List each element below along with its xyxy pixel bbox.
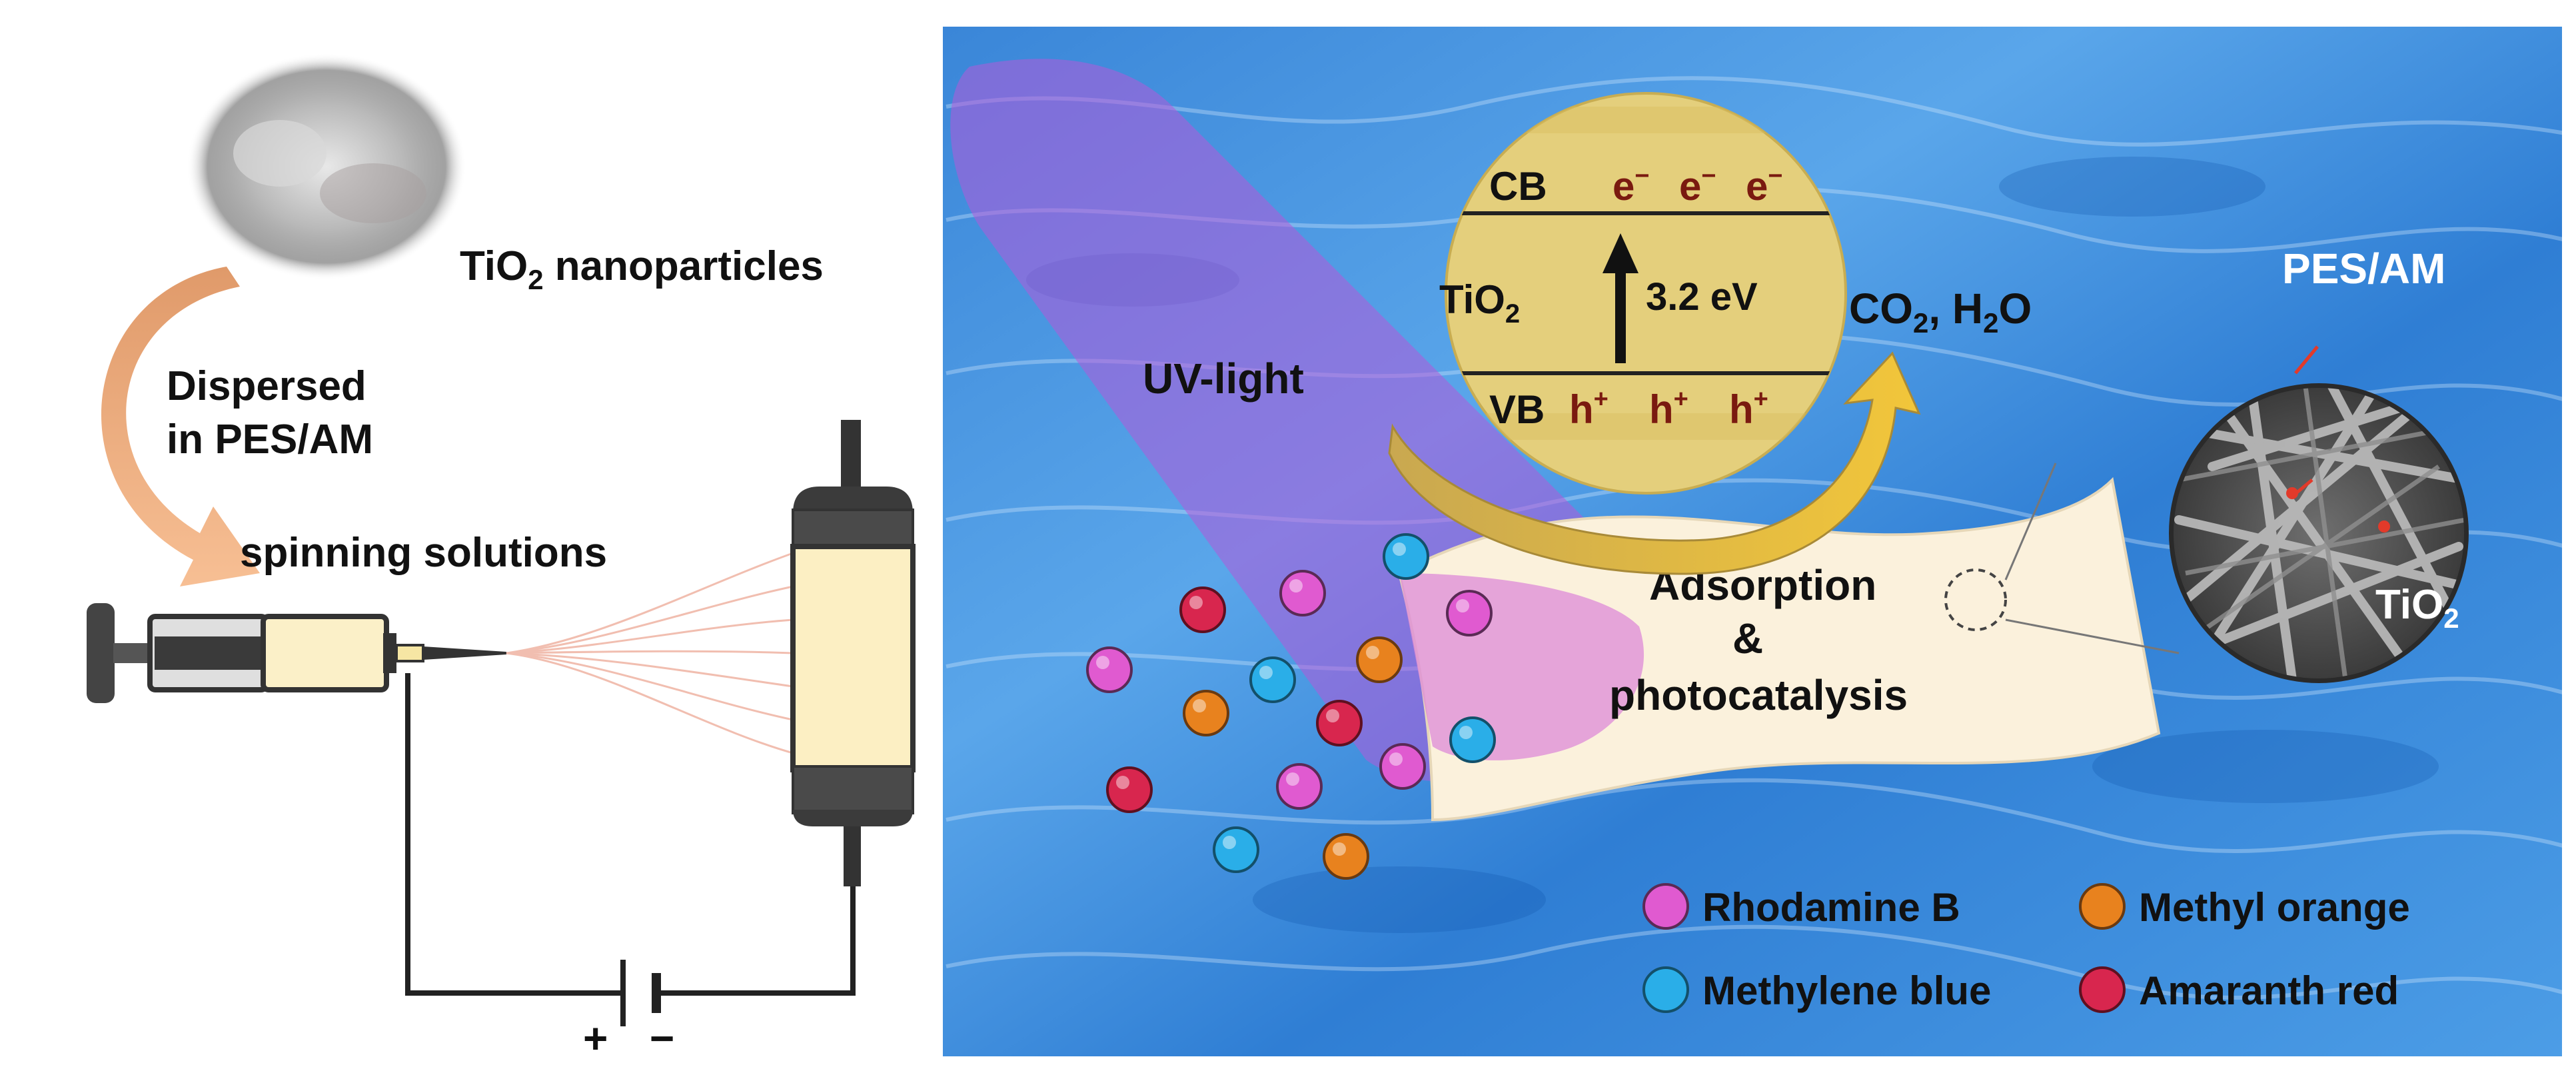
- collector-drum: [790, 420, 916, 886]
- sem-image: [2169, 345, 2469, 683]
- dye-molecule-highlight: [1459, 726, 1473, 739]
- battery-minus-sign: −: [650, 1014, 674, 1062]
- sem-tio2-label: TiO2: [2375, 582, 2459, 634]
- dye-molecule-rhodamine: [1446, 590, 1493, 636]
- dye-molecule-highlight: [1286, 772, 1299, 786]
- dispersion-arrow: [101, 267, 260, 586]
- dye-molecule-rhodamine: [1276, 763, 1323, 810]
- dye-molecules: [1086, 533, 1496, 880]
- fiber-jet: [506, 552, 794, 754]
- dye-molecule-orange: [1356, 636, 1403, 683]
- dye-molecule-orange: [1183, 690, 1229, 736]
- zoom-region-marker: [1944, 568, 2007, 631]
- degradation-arrow: [1388, 351, 1921, 575]
- dye-molecule-rhodamine: [1379, 743, 1426, 790]
- dye-molecule-highlight: [1223, 836, 1236, 849]
- dye-molecule-highlight: [1366, 646, 1379, 659]
- dye-molecule-highlight: [1193, 699, 1206, 712]
- dye-molecule-highlight: [1189, 596, 1203, 609]
- legend-label-methyl-orange: Methyl orange: [2139, 885, 2410, 930]
- dye-molecule-red: [1179, 586, 1226, 633]
- dye-molecule-highlight: [1096, 656, 1109, 669]
- dye-molecule-highlight: [1289, 579, 1303, 592]
- left-panel: TiO2 nanoparticles Dispersed in PES/AM s…: [87, 53, 916, 1062]
- dye-molecule-rhodamine: [1279, 570, 1326, 616]
- tio2-powder-image: [187, 53, 466, 280]
- syringe: [87, 603, 506, 703]
- zoom-line-top: [2004, 463, 2057, 580]
- battery-plus-sign: +: [583, 1014, 608, 1062]
- legend-marker-methylene-blue: [1642, 966, 1689, 1013]
- hole-2: h+: [1649, 385, 1688, 432]
- dye-molecule-highlight: [1389, 752, 1403, 766]
- circuit-wire: [405, 673, 856, 1026]
- legend-marker-amaranth-red: [2079, 966, 2126, 1013]
- legend-label-amaranth-red: Amaranth red: [2139, 968, 2399, 1013]
- dye-molecule-highlight: [1326, 709, 1339, 722]
- band-gap-label: 3.2 eV: [1646, 275, 1758, 319]
- electron-2: e−: [1679, 162, 1716, 209]
- zoom-line-bottom: [2005, 618, 2180, 654]
- dye-molecule-blue: [1449, 716, 1496, 763]
- dye-molecule-rhodamine: [1086, 646, 1133, 693]
- dye-molecule-red: [1106, 766, 1153, 813]
- spinning-solutions-label: spinning solutions: [240, 530, 607, 576]
- excitation-arrow-head: [1603, 233, 1638, 273]
- legend-label-methylene-blue: Methylene blue: [1702, 968, 1991, 1013]
- legend-marker-methyl-orange: [2079, 883, 2126, 930]
- cb-label: CB: [1489, 164, 1547, 209]
- hole-1: h+: [1569, 385, 1609, 432]
- electron-1: e−: [1612, 162, 1650, 209]
- dye-molecule-orange: [1323, 833, 1369, 880]
- dye-molecule-blue: [1249, 656, 1296, 703]
- dye-molecule-highlight: [1259, 666, 1273, 679]
- dye-molecule-blue: [1213, 826, 1259, 873]
- tio2-nanoparticles-label: TiO2 nanoparticles: [460, 243, 824, 295]
- ampersand-label: &: [1732, 614, 1763, 662]
- photocatalysis-label: photocatalysis: [1609, 671, 1908, 719]
- dispersed-label-line2: in PES/AM: [167, 417, 373, 463]
- electron-3: e−: [1746, 162, 1783, 209]
- dye-molecule-blue: [1383, 533, 1429, 580]
- sem-pes-am-label: PES/AM: [2282, 245, 2445, 293]
- dye-molecule-highlight: [1456, 599, 1469, 612]
- legend-marker-rhodamine-b: [1642, 883, 1689, 930]
- dye-molecule-highlight: [1393, 542, 1406, 556]
- vb-label: VB: [1489, 387, 1545, 432]
- dye-molecule-red: [1316, 700, 1363, 746]
- legend: Rhodamine B Methyl orange Methylene blue…: [1642, 883, 2410, 1013]
- legend-label-rhodamine-b: Rhodamine B: [1702, 885, 1960, 930]
- uv-light-label: UV-light: [1143, 355, 1304, 403]
- dye-molecule-highlight: [1116, 776, 1129, 789]
- band-tio2-label: TiO2: [1439, 277, 1520, 329]
- dye-molecule-highlight: [1333, 842, 1346, 856]
- dispersed-label-line1: Dispersed: [167, 363, 366, 409]
- products-label: CO2, H2O: [1849, 285, 2032, 339]
- hole-3: h+: [1729, 385, 1768, 432]
